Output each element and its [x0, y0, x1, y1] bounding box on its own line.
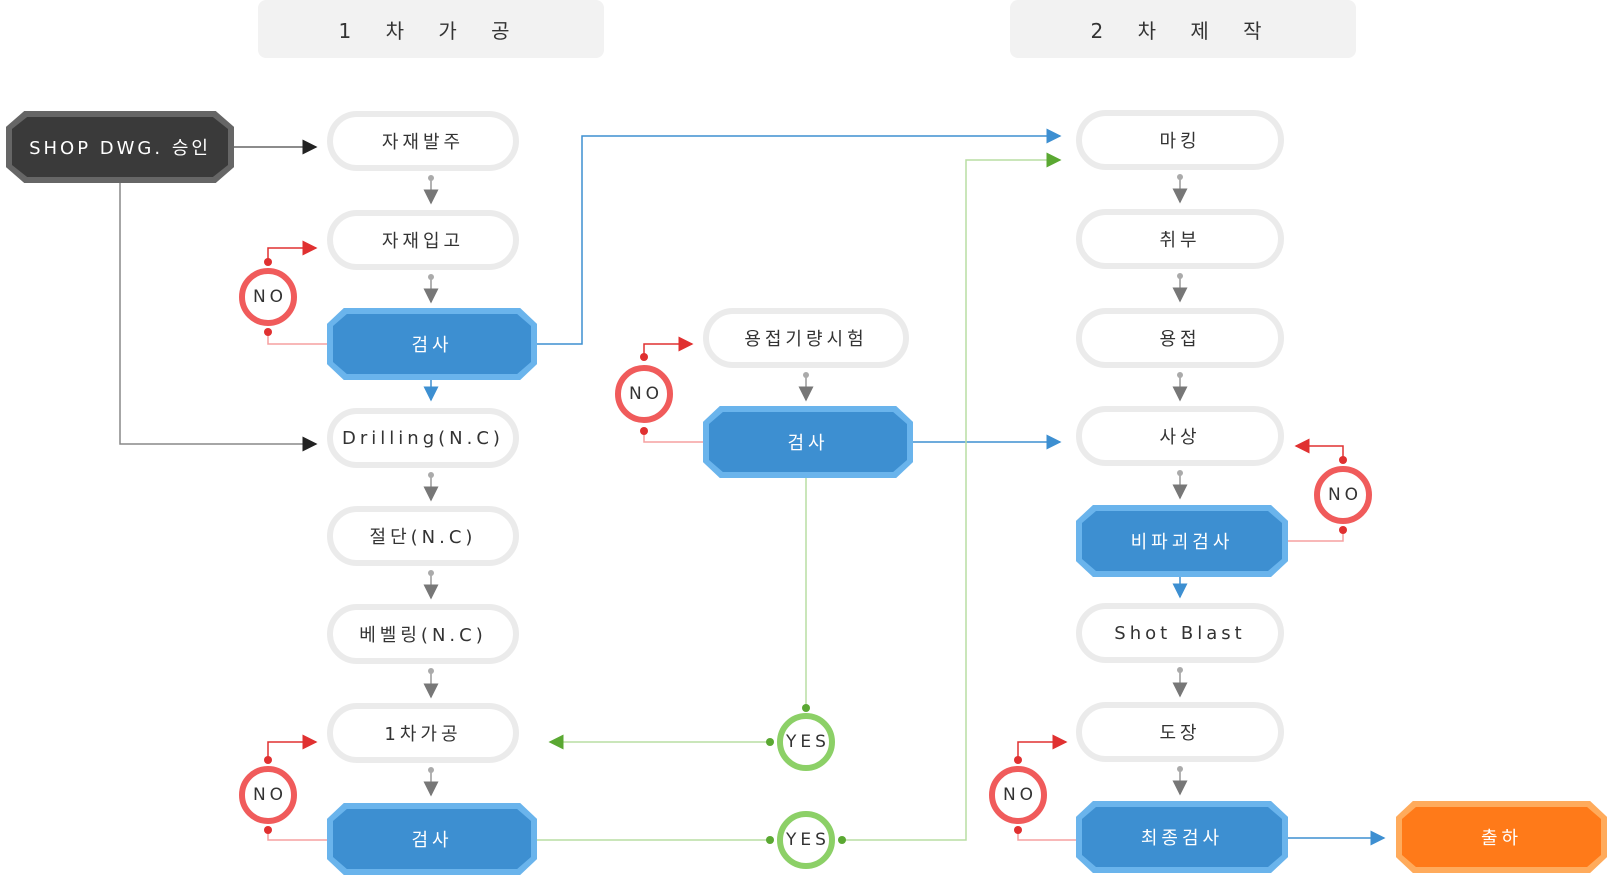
node-beveling: 베벨링(N.C) [327, 604, 519, 664]
node-welding: 용접 [1076, 308, 1284, 368]
node-welding-test: 용접기량시험 [703, 308, 909, 368]
node-shipping: 출하 [1396, 801, 1607, 873]
node-cutting: 절단(N.C) [327, 506, 519, 566]
node-inspect-3-label: 검사 [787, 433, 829, 454]
node-shipping-label: 출하 [1480, 828, 1523, 849]
phase-header-first: 1 차 가 공 [258, 0, 604, 58]
node-inspect-3: 검사 [703, 406, 913, 478]
node-painting: 도장 [1076, 702, 1284, 762]
phase-second-label: 2 차 제 작 [1090, 18, 1276, 43]
node-drilling: Drilling(N.C) [327, 408, 519, 468]
start-node-label: SHOP DWG. 승인 [29, 138, 211, 159]
node-shot-blast: Shot Blast [1076, 603, 1284, 663]
node-first-processing: 1차가공 [327, 703, 519, 763]
node-assembly: 취부 [1076, 209, 1284, 269]
phase-header-second: 2 차 제 작 [1010, 0, 1356, 58]
decision-yes-welding-test: YES [777, 713, 835, 771]
phase-first-label: 1 차 가 공 [338, 18, 524, 43]
decision-no-first-processing: NO [239, 766, 297, 824]
node-ndt: 비파괴검사 [1076, 505, 1288, 577]
decision-no-final: NO [989, 766, 1047, 824]
decision-no-finishing: NO [1314, 466, 1372, 524]
node-inspect-1: 검사 [327, 308, 537, 380]
node-inspect-1-label: 검사 [411, 335, 453, 356]
node-inspect-2-label: 검사 [411, 830, 453, 851]
node-ndt-label: 비파괴검사 [1130, 532, 1234, 553]
node-material-receipt: 자재입고 [327, 210, 519, 270]
node-finishing: 사상 [1076, 406, 1284, 466]
decision-no-welding-test: NO [615, 365, 673, 423]
decision-yes-inspect-2: YES [777, 811, 835, 869]
decision-no-receipt: NO [239, 268, 297, 326]
node-material-order: 자재발주 [327, 111, 519, 171]
start-node-shop-dwg: SHOP DWG. 승인 [6, 111, 234, 183]
node-marking: 마킹 [1076, 110, 1284, 170]
node-final-inspect: 최종검사 [1076, 801, 1288, 873]
node-inspect-2: 검사 [327, 803, 537, 875]
node-final-inspect-label: 최종검사 [1140, 828, 1224, 849]
